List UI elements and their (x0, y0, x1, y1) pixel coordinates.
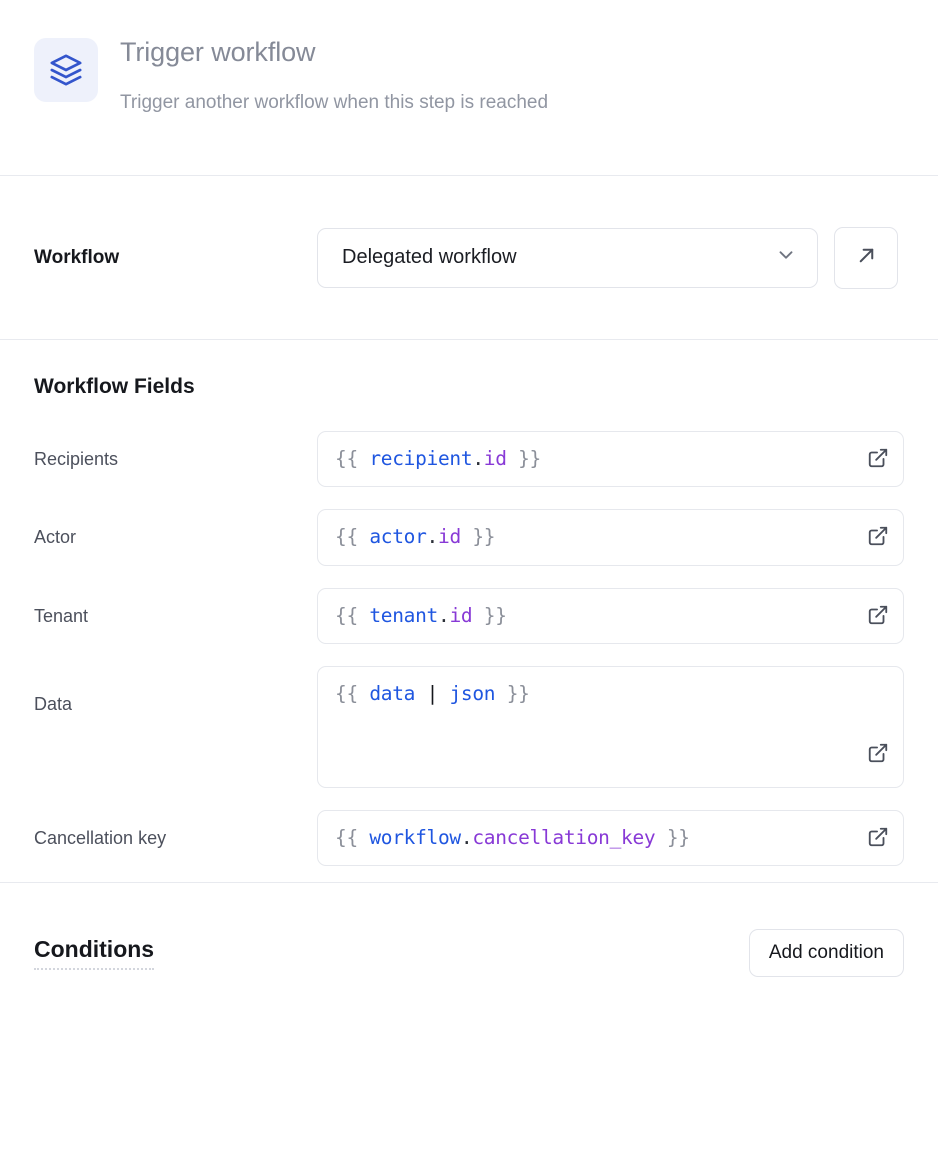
field-row-cancellation-key: Cancellation key {{ workflow.cancellatio… (34, 809, 904, 867)
field-label-data: Data (34, 693, 73, 714)
divider-header (0, 175, 938, 176)
field-label-tenant: Tenant (34, 605, 89, 626)
template-value-recipients: {{ recipient.id }} (335, 447, 541, 470)
template-value-actor: {{ actor.id }} (335, 525, 496, 549)
open-workflow-button[interactable] (834, 226, 898, 289)
field-input-data[interactable]: {{ data | json }} (317, 665, 904, 788)
external-link-icon[interactable] (867, 604, 889, 633)
field-row-actor: Actor {{ actor.id }} (34, 509, 904, 566)
workflow-label: Workflow (34, 246, 120, 268)
page-title: Trigger workflow (120, 37, 316, 67)
field-row-tenant: Tenant {{ tenant.id }} (34, 587, 904, 644)
external-link-icon[interactable] (867, 742, 889, 771)
field-label-cancellation-key: Cancellation key (34, 827, 167, 848)
external-link-icon[interactable] (867, 525, 889, 554)
divider-conditions (0, 882, 938, 884)
arrow-up-right-icon (855, 244, 878, 272)
chevron-down-icon (775, 244, 797, 272)
workflow-row: Workflow Delegated workflow (0, 176, 938, 339)
template-value-data: {{ data | json }} (335, 681, 530, 705)
template-value-cancellation-key: {{ workflow.cancellation_key }} (335, 825, 690, 849)
workflow-select[interactable]: Delegated workflow (317, 227, 818, 288)
divider-workflow (0, 339, 938, 340)
conditions-title: Conditions (34, 936, 155, 970)
step-header-text: Trigger workflow Trigger another workflo… (120, 34, 548, 115)
add-condition-button[interactable]: Add condition (748, 929, 904, 978)
field-row-data: Data {{ data | json }} (34, 665, 904, 788)
page-subtitle: Trigger another workflow when this step … (120, 91, 549, 113)
layers-stack-icon (34, 38, 98, 102)
field-input-actor[interactable]: {{ actor.id }} (317, 509, 904, 566)
field-label-recipients: Recipients (34, 449, 119, 469)
field-row-recipients: Recipients {{ recipient.id }} (34, 431, 904, 488)
field-input-cancellation-key[interactable]: {{ workflow.cancellation_key }} (317, 809, 904, 867)
template-value-tenant: {{ tenant.id }} (335, 603, 507, 627)
field-label-actor: Actor (34, 527, 77, 548)
conditions-section: Conditions Add condition (0, 883, 938, 1023)
external-link-icon[interactable] (867, 447, 889, 476)
field-input-tenant[interactable]: {{ tenant.id }} (317, 587, 904, 644)
workflow-fields-section: Workflow Fields Recipients {{ recipient.… (0, 340, 938, 882)
workflow-fields-title: Workflow Fields (34, 375, 195, 398)
workflow-select-wrap: Delegated workflow (317, 226, 898, 289)
workflow-select-value: Delegated workflow (342, 246, 517, 268)
external-link-icon[interactable] (867, 826, 889, 855)
field-input-recipients[interactable]: {{ recipient.id }} (317, 431, 904, 488)
step-header: Trigger workflow Trigger another workflo… (0, 0, 938, 175)
